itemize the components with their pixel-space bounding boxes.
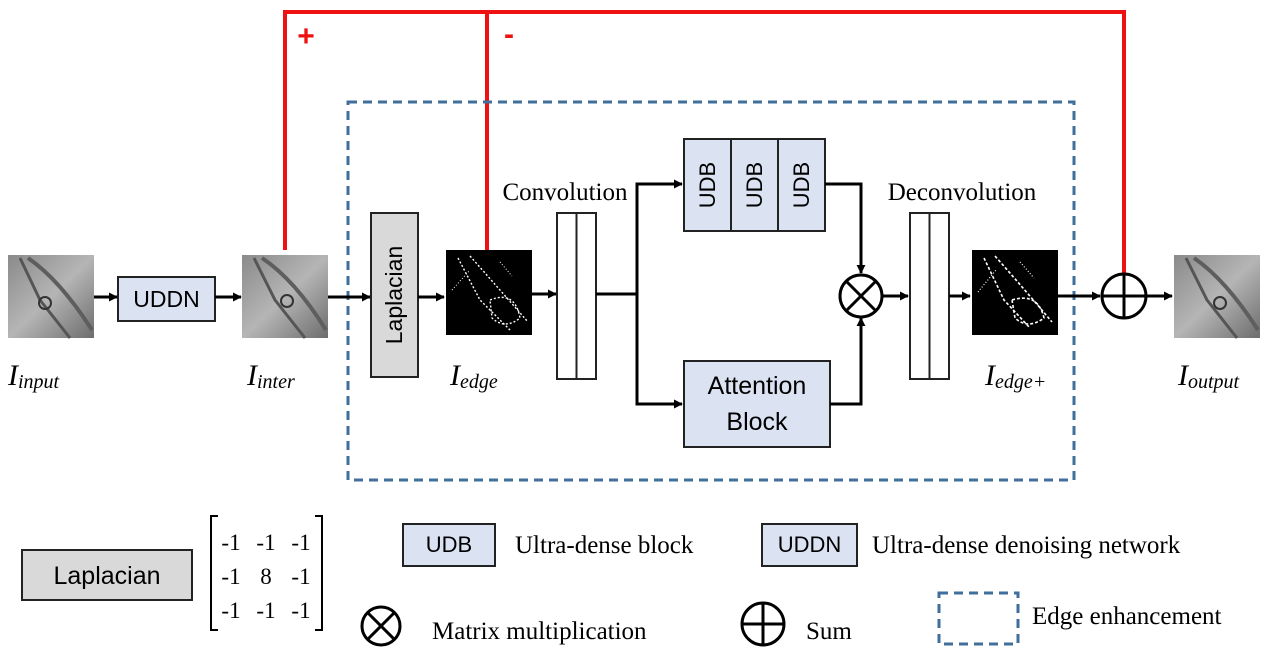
legend-uddn-label: UDDN bbox=[778, 532, 842, 557]
legend-laplacian-label: Laplacian bbox=[53, 562, 160, 590]
edge-plus-image bbox=[972, 250, 1058, 335]
laplacian-label: Laplacian bbox=[381, 246, 407, 344]
i-input-label: Iinput bbox=[7, 359, 60, 393]
legend-udb-box bbox=[402, 523, 496, 567]
i-inter-label: Iinter bbox=[246, 359, 295, 393]
attention-label-1: Attention bbox=[708, 372, 807, 400]
output-image bbox=[1174, 255, 1260, 339]
legend-edge-box bbox=[937, 591, 1020, 646]
edge-enhancement-region bbox=[346, 100, 1076, 482]
i-output-label: Ioutput bbox=[1177, 359, 1240, 393]
matrix-cell: -1 bbox=[291, 598, 310, 623]
udb-label-1: UDB bbox=[695, 162, 720, 208]
legend: Laplacian -1 -1 -1 -1 8 -1 -1 -1 -1 UDB … bbox=[21, 515, 1222, 647]
legend-laplacian-box bbox=[21, 549, 193, 601]
i-edge-label: Iedge bbox=[449, 359, 498, 393]
udb-block-1 bbox=[683, 138, 732, 232]
i-edge-plus-label: Iedge+ bbox=[984, 359, 1046, 393]
sum-icon bbox=[1100, 272, 1148, 320]
legend-edge-text: Edge enhancement bbox=[1032, 603, 1222, 630]
legend-uddn-text: Ultra-dense denoising network bbox=[872, 532, 1181, 559]
convolution-label: Convolution bbox=[502, 179, 628, 206]
matrix-cell: -1 bbox=[221, 530, 240, 555]
legend-sum-text: Sum bbox=[806, 618, 852, 645]
legend-udb-label: UDB bbox=[426, 532, 472, 557]
uddn-label: UDDN bbox=[133, 286, 199, 312]
input-image bbox=[8, 255, 94, 339]
uddn-block bbox=[117, 276, 216, 322]
legend-sum-icon bbox=[740, 601, 786, 647]
udb-label-3: UDB bbox=[789, 162, 814, 208]
matrix-multiplication-icon bbox=[838, 273, 884, 319]
legend-matmul-text: Matrix multiplication bbox=[432, 618, 647, 645]
deconvolution-label: Deconvolution bbox=[888, 179, 1037, 206]
edge-image bbox=[446, 250, 532, 335]
red-feedback-path bbox=[283, 10, 1130, 286]
matrix-cell: -1 bbox=[256, 598, 275, 623]
matrix-cell: -1 bbox=[256, 530, 275, 555]
matrix-cell: -1 bbox=[221, 598, 240, 623]
plus-sign: + bbox=[297, 20, 315, 53]
laplacian-block bbox=[370, 212, 419, 378]
udb-group: UDB UDB UDB bbox=[683, 138, 826, 232]
matrix-cell: -1 bbox=[291, 564, 310, 589]
laplacian-matrix: -1 -1 -1 -1 8 -1 -1 -1 -1 bbox=[210, 515, 323, 631]
attention-block bbox=[683, 360, 831, 448]
udb-label-2: UDB bbox=[742, 162, 767, 208]
attention-label-2: Block bbox=[726, 408, 788, 436]
legend-udb-text: Ultra-dense block bbox=[515, 532, 694, 559]
matrix-cell: -1 bbox=[291, 530, 310, 555]
legend-uddn-box bbox=[761, 523, 858, 567]
matrix-cell: -1 bbox=[221, 564, 240, 589]
inter-image bbox=[242, 255, 328, 339]
matrix-cell: 8 bbox=[260, 564, 272, 589]
minus-sign: - bbox=[504, 18, 514, 51]
legend-matmul-icon bbox=[360, 605, 402, 647]
